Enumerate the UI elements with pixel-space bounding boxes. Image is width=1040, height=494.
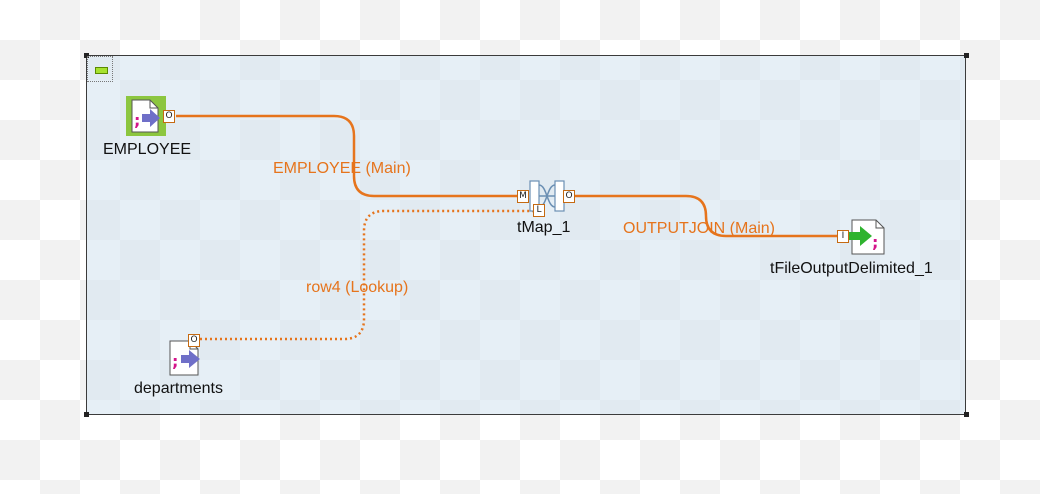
component-employee[interactable]: ;: [126, 96, 166, 136]
employee-output-port[interactable]: O: [163, 110, 175, 123]
resize-handle-bottom-right[interactable]: [964, 412, 969, 417]
component-file-output[interactable]: ;: [846, 218, 886, 258]
resize-handle-top-right[interactable]: [964, 53, 969, 58]
svg-text:;: ;: [872, 233, 878, 252]
tmap-main-input-port[interactable]: M: [517, 190, 529, 203]
departments-label: departments: [134, 380, 223, 397]
svg-text:;: ;: [172, 352, 178, 371]
link-label-row4-lookup[interactable]: row4 (Lookup): [306, 279, 409, 296]
component-departments[interactable]: ;: [166, 339, 206, 379]
file-input-icon: ;: [169, 340, 200, 376]
resize-handle-bottom-left[interactable]: [84, 412, 89, 417]
file-input-icon: ;: [126, 96, 166, 136]
file-output-icon: ;: [848, 219, 885, 255]
link-employee-main[interactable]: [176, 114, 519, 198]
tmap-label: tMap_1: [517, 219, 571, 236]
resize-handle-top-left[interactable]: [84, 53, 89, 58]
link-label-employee-main[interactable]: EMPLOYEE (Main): [273, 160, 411, 177]
link-row4-lookup[interactable]: [200, 209, 535, 341]
employee-label: EMPLOYEE: [103, 141, 192, 158]
collapse-icon[interactable]: [87, 56, 113, 82]
file-output-label: tFileOutputDelimited_1: [770, 260, 933, 277]
tmap-output-port[interactable]: O: [563, 190, 575, 203]
svg-text:;: ;: [134, 111, 140, 130]
tmap-lookup-input-port[interactable]: L: [533, 204, 545, 217]
file-output-input-port[interactable]: I: [837, 230, 849, 243]
link-label-outputjoin-main[interactable]: OUTPUTJOIN (Main): [623, 220, 775, 237]
departments-output-port[interactable]: O: [188, 334, 200, 347]
collapse-icon-bar: [95, 67, 108, 74]
link-outputjoin-main[interactable]: [573, 194, 839, 238]
